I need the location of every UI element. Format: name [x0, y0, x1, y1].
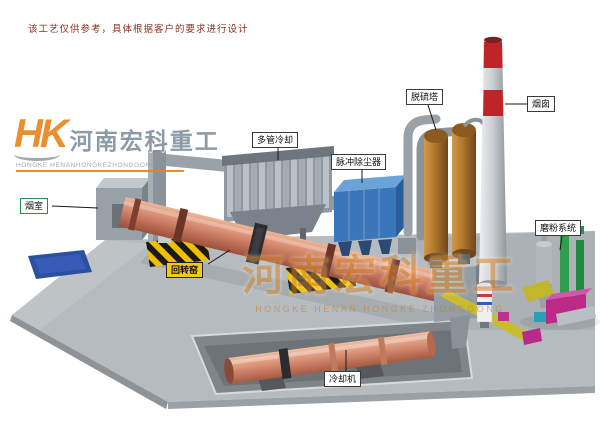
- desulfurization-towers: [424, 117, 488, 268]
- chimney-band-top: [483, 42, 503, 68]
- white-tank: [476, 282, 509, 328]
- label-pulse-dust-collector: 脉冲除尘器: [331, 154, 387, 170]
- chimney-band-lower: [483, 90, 504, 116]
- pointer-lines: [51, 103, 563, 371]
- label-chimney: 烟囱: [527, 96, 556, 112]
- green-pipe: [560, 226, 569, 300]
- label-cooling-machine: 冷却机: [324, 371, 362, 387]
- fan-unit: [398, 238, 416, 254]
- mill-unit: [556, 306, 596, 326]
- cooling-machine: [224, 331, 436, 391]
- chimney: [479, 36, 507, 288]
- label-desulfurization-tower: 脱硫塔: [406, 89, 444, 105]
- label-multi-tube-cooler: 多管冷却: [252, 132, 299, 148]
- blue-foundation-pad: [28, 250, 92, 279]
- label-smoke-chamber: 烟室: [20, 198, 49, 214]
- label-grinding-system: 磨粉系统: [535, 220, 582, 236]
- rotary-kiln: [118, 196, 455, 305]
- label-rotary-kiln: 回转窑: [166, 262, 204, 278]
- disclaimer-text: 该工艺仅供参考，具体根据客户的要求进行设计: [28, 24, 249, 35]
- pump-unit: [498, 312, 509, 321]
